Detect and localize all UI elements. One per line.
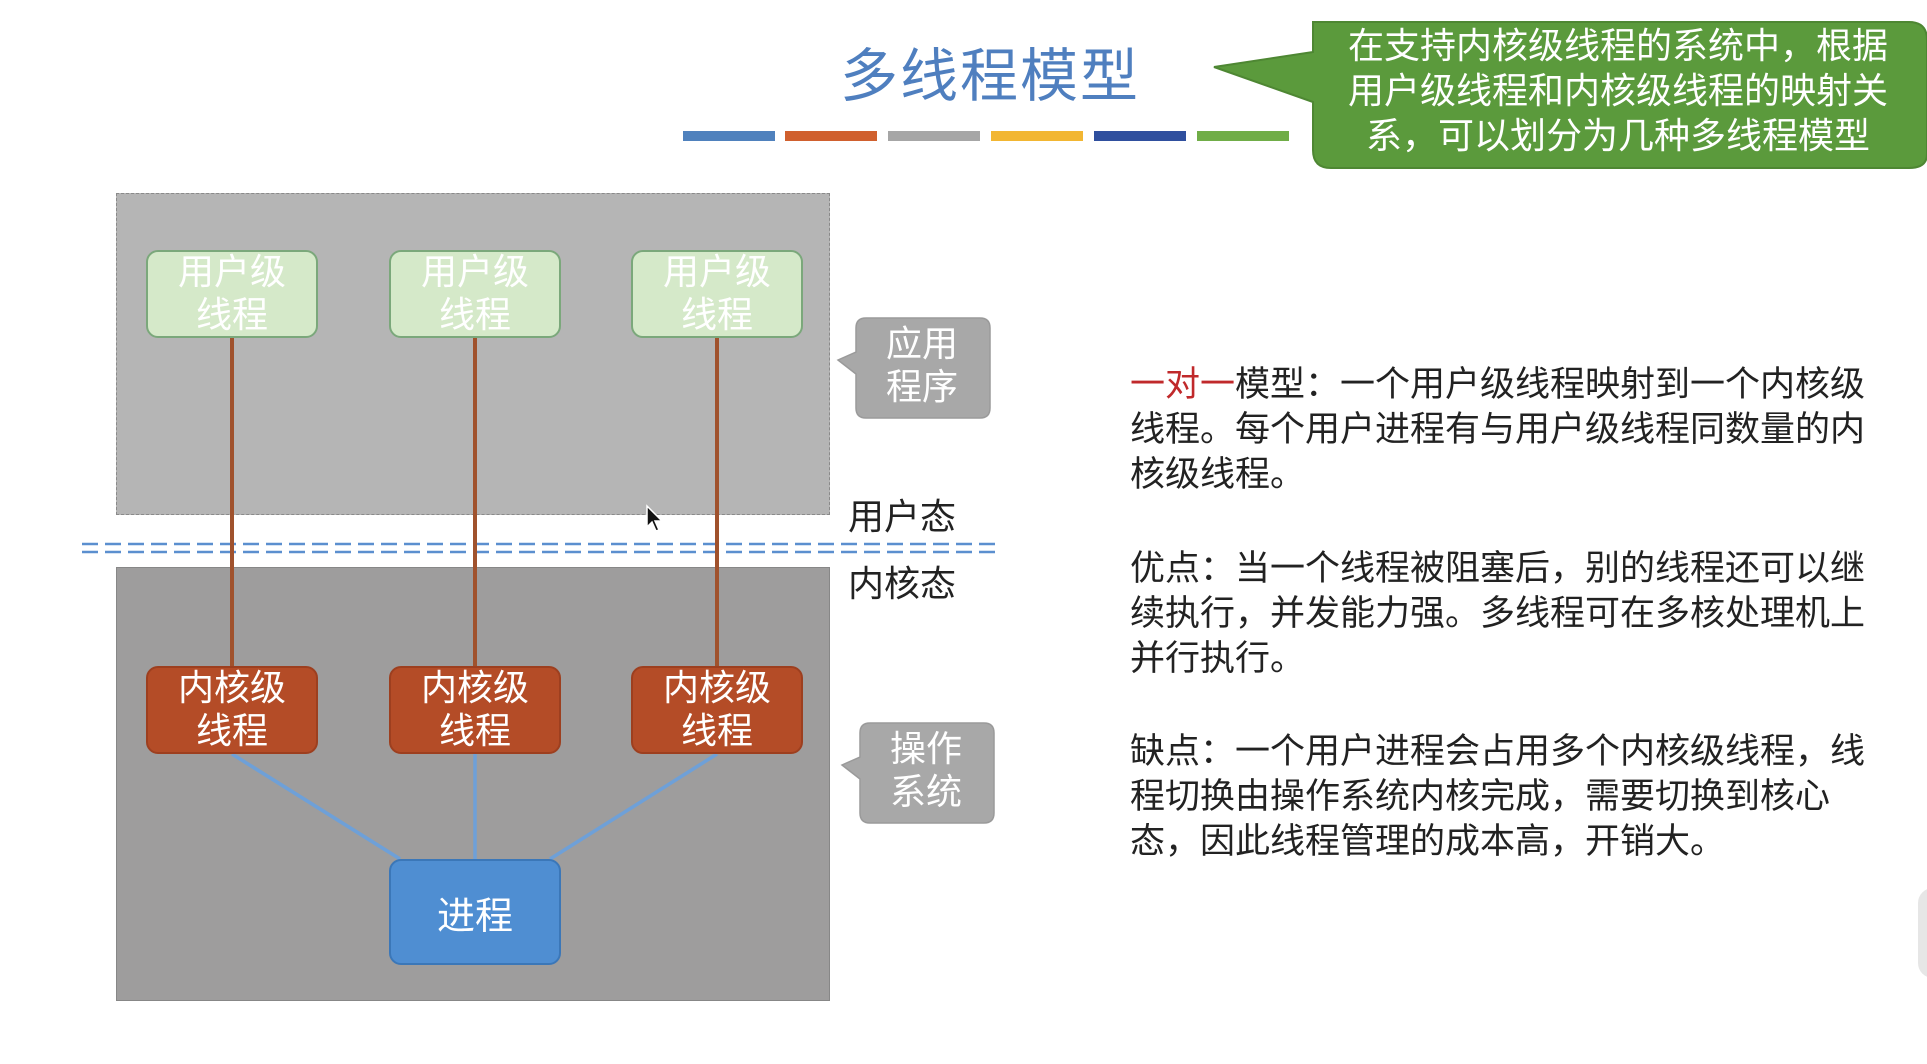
user-thread-label: 线程 [680,295,753,336]
kernel-thread-label: 线程 [195,711,268,752]
user-thread-3: 用户级线程 [631,250,803,338]
user-thread-1: 用户级线程 [146,250,318,338]
kernel-thread-label: 内核级 [420,668,529,709]
side-scroll-indicator[interactable] [1918,888,1927,978]
title-stripe-orange [785,131,877,141]
title-stripe-yellow [991,131,1083,141]
pros-text: 优点：当一个线程被阻塞后，别的线程还可以继续执行，并发能力强。多线程可在多核处理… [1130,549,1866,679]
callout-bubble [1213,21,1927,169]
callout-text: 在支持内核级线程的系统中，根据 用户级线程和内核级线程的映射关 系，可以划分为几… [1318,24,1918,159]
kernel-thread-2: 内核级线程 [389,666,561,754]
kernel-mode-label: 内核态 [848,564,957,605]
user-mode-label: 用户态 [848,497,957,538]
title-stripe-gray [888,131,980,141]
user-thread-label: 用户级 [662,252,771,293]
user-thread-label: 线程 [195,295,268,336]
kernel-thread-1: 内核级线程 [146,666,318,754]
app-tag-line-1: 应用 [885,324,958,365]
kernel-thread-label: 线程 [438,711,511,752]
link-kernel3-process [549,752,718,861]
os-tag-line-1: 操作 [889,729,962,770]
process-box: 进程 [389,859,561,965]
cons-text: 缺点：一个用户进程会占用多个内核级线程，线程切换由操作系统内核完成，需要切换到核… [1130,732,1866,862]
kernel-thread-label: 内核级 [177,668,286,709]
connection-lines [230,338,719,861]
user-thread-label: 用户级 [177,252,286,293]
os-tag [840,722,995,824]
callout-line-3: 系，可以划分为几种多线程模型 [1365,116,1870,157]
os-label: 操作 系统 [862,728,990,814]
mode-divider [82,542,997,554]
kernel-thread-3: 内核级线程 [631,666,803,754]
user-thread-label: 用户级 [420,252,529,293]
app-program-label: 应用 程序 [858,323,986,409]
app-tag-line-2: 程序 [885,367,958,408]
os-tag-line-2: 系统 [889,772,962,813]
user-thread-label: 线程 [438,295,511,336]
user-thread-2: 用户级线程 [389,250,561,338]
slide-title: 多线程模型 [839,42,1140,110]
title-stripe-green [1197,131,1289,141]
callout-line-2: 用户级线程和内核级线程的映射关 [1347,71,1888,112]
link-kernel1-process [231,752,401,861]
title-stripe-blue [683,131,775,141]
mouse-cursor-icon [646,504,664,532]
model-name: 一对一 [1130,365,1236,405]
model-text: 模型：一个用户级线程映射到一个内核级线程。每个用户进程有与用户级线程同数量的内核… [1130,365,1866,495]
app-program-tag [836,317,991,419]
kernel-thread-label: 内核级 [662,668,771,709]
callout-line-1: 在支持内核级线程的系统中，根据 [1347,26,1888,67]
kernel-thread-label: 线程 [680,711,753,752]
title-stripe-navy [1094,131,1186,141]
model-description: 一对一模型：一个用户级线程映射到一个内核级线程。每个用户进程有与用户级线程同数量… [1130,363,1890,498]
